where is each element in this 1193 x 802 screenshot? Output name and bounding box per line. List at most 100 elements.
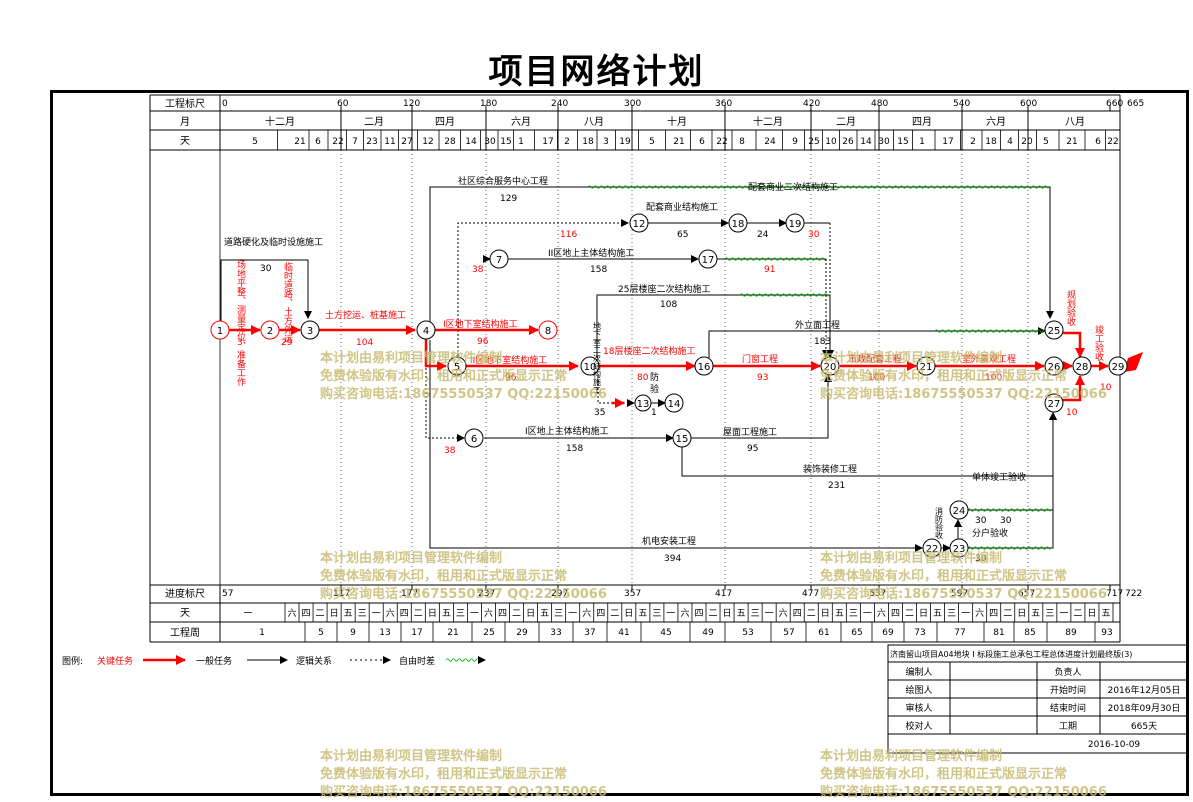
arrow-24-27: [968, 412, 1057, 511]
week-cell: 13: [379, 628, 390, 638]
task-unit-acceptance-duration: 30: [975, 554, 987, 564]
day-cell: 11: [384, 137, 395, 147]
month-row: 十二月 二月 四月 六月 八月 十月 十二月 二月 四月 六月 八月: [265, 115, 1085, 128]
footer-day-cell: 三: [751, 609, 760, 619]
footer-day-cell: 三: [554, 609, 563, 619]
day-cell: 6: [315, 137, 321, 147]
footer-day-cell: 五: [933, 609, 942, 619]
task-landscape: 室外景观工程: [962, 353, 1016, 365]
week-cell: 1: [259, 628, 265, 638]
node-6: 6: [464, 428, 484, 448]
progress-tick: 237: [478, 589, 495, 599]
footer-day-cell: 二: [1003, 609, 1012, 619]
footer-day-cell: 一: [470, 609, 479, 619]
week-cell: 45: [660, 628, 671, 638]
free-float-wave: [967, 546, 1051, 550]
footer-day-cell: 一: [568, 609, 577, 619]
footer-day-cell: 三: [947, 609, 956, 619]
day-cell: 28: [444, 137, 456, 147]
day-cell: 5: [252, 137, 258, 147]
node-label: 15: [676, 434, 689, 445]
node-label: 17: [702, 255, 715, 266]
critical-arrows: [229, 325, 1109, 408]
task-25-story-secondary: 25层楼座二次结构施工: [618, 283, 710, 295]
footer-day-cell: 三: [1045, 609, 1054, 619]
node-label: 1: [217, 326, 223, 337]
day-cell: 3: [603, 137, 609, 147]
day-cell: 1: [919, 137, 925, 147]
task-labels: 道路硬化及临时设施施工 30 场地平整、测量定位、准备工作 3 临时道路、土方外…: [224, 175, 1112, 564]
task-facade: 外立面工程: [795, 319, 840, 331]
footer-day-cell: 六: [287, 607, 296, 619]
day-cell: 21: [673, 137, 684, 147]
day-cell: 2: [970, 137, 976, 147]
footer-day-cell: 六: [877, 607, 886, 619]
day-cell: 22: [716, 137, 727, 147]
footer-day-cell: 五: [835, 609, 844, 619]
node-label: 24: [953, 506, 966, 517]
footer-day-cell: 日: [1017, 608, 1026, 619]
header-day-label: 天: [180, 136, 190, 147]
day-cell: 1: [518, 137, 524, 147]
progress-tick: 597: [951, 589, 968, 599]
day-cell: 4: [1007, 137, 1013, 147]
footer-day-cell: 六: [582, 607, 591, 619]
week-cell: 89: [1065, 628, 1077, 638]
node-label: 29: [1112, 362, 1125, 373]
week-cell: 85: [1024, 628, 1035, 638]
task-landscape-duration: 100: [985, 373, 1002, 383]
week-cell: 49: [702, 628, 714, 638]
tb-value: 2016年12月05日: [1108, 684, 1181, 696]
month-cell: 十二月: [753, 115, 783, 128]
footer-day-cell: 六: [680, 607, 689, 619]
footer-day-cell: 日: [428, 608, 437, 619]
node-26: 26: [1044, 356, 1064, 376]
progress-tick: 357: [624, 589, 641, 599]
footer-day-cell: 四: [498, 609, 507, 619]
float-value: 38: [472, 265, 484, 275]
task-household-acceptance-duration: 30: [1000, 516, 1012, 526]
week-cell: 73: [914, 628, 925, 638]
progress-tick: 297: [551, 589, 568, 599]
critical-4-5: [424, 338, 447, 371]
footer-progress-label: 进度标尺: [165, 587, 205, 600]
node-18: 18: [728, 213, 748, 233]
footer-day-cell: 四: [793, 609, 802, 619]
legend-float-wave: [445, 658, 480, 662]
week-cell: 77: [954, 628, 965, 638]
small-label: 验: [650, 383, 659, 395]
header-day-dividers: [277, 130, 1106, 150]
node-24: 24: [949, 500, 969, 520]
scale-tick: 120: [403, 99, 420, 109]
task-zone1-basement: I区地下室结构施工: [443, 318, 518, 330]
progress-tick: 117: [333, 589, 350, 599]
day-cell: 18: [582, 137, 594, 147]
nodes: 1 2 3 4 5 6 7 8 10 12 13 14 15 16 17 18 …: [210, 213, 1128, 558]
task-18-story-secondary: 18层楼座二次结构施工: [603, 345, 695, 357]
critical-25-28: [1062, 331, 1085, 358]
node-20: 20: [820, 356, 840, 376]
month-cell: 八月: [1065, 116, 1085, 128]
node-label: 25: [1048, 326, 1061, 337]
node-label: 21: [920, 362, 933, 373]
task-25-story-secondary-duration: 108: [660, 300, 677, 310]
node-label: 20: [824, 362, 837, 373]
arrow-25-story-secondary: [596, 294, 834, 358]
critical-27-28: [1062, 375, 1085, 402]
tb-label: 结束时间: [1050, 702, 1086, 714]
scale-tick: 660: [1106, 99, 1123, 109]
task-site-prep: 场地平整、测量定位、准备工作: [235, 260, 246, 387]
footer-day-cell: 三: [456, 609, 465, 619]
arrow-road-hardening: [220, 259, 312, 322]
day-cell: 6: [1095, 137, 1101, 147]
footer-day-cell: 六: [779, 607, 788, 619]
day-cell: 9: [792, 137, 798, 147]
day-cell: 21: [294, 137, 305, 147]
task-facade-duration: 183: [814, 337, 831, 347]
free-float-wave: [587, 185, 1049, 189]
task-commercial-structure-duration: 65: [677, 230, 688, 240]
task-zone1-superstructure: I区地上主体结构施工: [525, 425, 609, 437]
week-cell: 65: [851, 628, 862, 638]
node-label: 8: [545, 326, 551, 337]
